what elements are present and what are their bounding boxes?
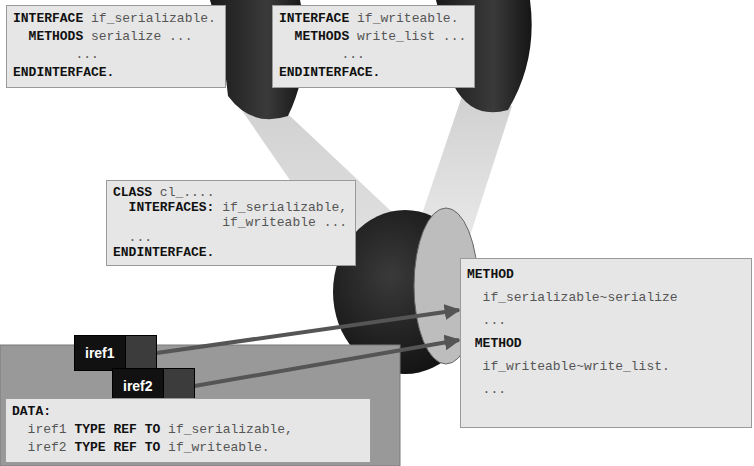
code-line: iref1 TYPE REF TO if_serializable, [12, 421, 362, 439]
code-token [83, 29, 91, 44]
code-token: ... [341, 47, 364, 62]
interface-box: INTERFACE if_writeable.METHODS write_lis… [272, 5, 475, 88]
code-token: TO [145, 440, 161, 455]
code-token [214, 200, 222, 215]
reference-variable: iref1 [74, 335, 157, 371]
code-line: if_writeable ... [113, 215, 347, 230]
code-token: ... [483, 382, 506, 397]
code-token: TO [145, 422, 161, 437]
code-token: serialize [91, 29, 161, 44]
code-line: INTERFACE if_writeable. [279, 10, 466, 28]
code-token [106, 440, 114, 455]
code-token: cl_.... [160, 185, 215, 200]
code-token: REF [113, 440, 136, 455]
code-token: ... [324, 215, 347, 230]
code-token [349, 11, 357, 26]
reference-arrow [195, 340, 459, 386]
code-token [67, 422, 75, 437]
code-token: DATA: [12, 404, 51, 419]
code-token: ... [129, 230, 152, 245]
code-token: METHODS [295, 29, 350, 44]
code-token: if_writeable. [168, 440, 269, 455]
code-token: if_writeable~write_list. [483, 359, 670, 374]
code-token: INTERFACES: [129, 200, 215, 215]
code-token: METHOD [467, 267, 514, 282]
code-token [137, 440, 145, 455]
interface-box: INTERFACE if_serializable.METHODS serial… [6, 5, 226, 88]
code-token: if_serializable~serialize [483, 290, 678, 305]
code-token: TYPE [74, 422, 105, 437]
code-token: METHODS [29, 29, 84, 44]
code-token: ENDINTERFACE. [13, 65, 114, 80]
code-line: ... [467, 309, 743, 332]
code-token [160, 422, 168, 437]
code-token [349, 29, 357, 44]
code-line: CLASS cl_.... [113, 185, 347, 200]
code-token [160, 440, 168, 455]
code-line: ENDINTERFACE. [113, 245, 347, 260]
code-line: METHOD [467, 263, 743, 286]
code-token [152, 185, 160, 200]
method-box: METHOD if_serializable~serialize... METHOD… [460, 258, 752, 428]
code-token [435, 29, 443, 44]
code-line: METHODS serialize ... [13, 28, 217, 46]
code-token: if_writeable. [357, 11, 458, 26]
code-token: if_serializable, [168, 422, 293, 437]
code-token: ... [75, 47, 98, 62]
code-line: ... [113, 230, 347, 245]
code-token: CLASS [113, 185, 152, 200]
code-token [137, 422, 145, 437]
code-token [161, 29, 169, 44]
code-token: ENDINTERFACE. [113, 245, 214, 260]
code-token: REF [113, 422, 136, 437]
code-token [316, 215, 324, 230]
code-token: if_serializable, [222, 200, 347, 215]
code-token: if_writeable [222, 215, 316, 230]
code-line: INTERFACE if_serializable. [13, 10, 217, 28]
code-token: INTERFACE [279, 11, 349, 26]
code-token: if_serializable. [91, 11, 216, 26]
variable-name: iref1 [75, 336, 125, 370]
code-line: if_serializable~serialize [467, 286, 743, 309]
code-line: ... [467, 378, 743, 401]
code-line: if_writeable~write_list. [467, 355, 743, 378]
code-line: ENDINTERFACE. [279, 64, 466, 82]
code-token: METHOD [475, 336, 522, 351]
code-line: DATA: [12, 403, 362, 421]
code-token [67, 440, 75, 455]
code-token: TYPE [74, 440, 105, 455]
code-token [83, 11, 91, 26]
code-token: ... [483, 313, 506, 328]
program-panel [0, 345, 400, 466]
code-token: ... [169, 29, 192, 44]
code-token: ENDINTERFACE. [279, 65, 380, 80]
code-token: ... [443, 29, 466, 44]
code-token: write_list [357, 29, 435, 44]
code-line: METHOD [467, 332, 743, 355]
class-box: CLASS cl_....INTERFACES: if_serializable… [106, 180, 356, 266]
code-line: METHODS write_list ... [279, 28, 466, 46]
reference-slot [125, 336, 156, 370]
data-declaration-box: DATA:iref1 TYPE REF TO if_serializable,i… [5, 398, 371, 463]
code-line: ENDINTERFACE. [13, 64, 217, 82]
code-token: INTERFACE [13, 11, 83, 26]
code-line: INTERFACES: if_serializable, [113, 200, 347, 215]
code-token [106, 422, 114, 437]
code-token: iref1 [28, 422, 67, 437]
code-line: ... [279, 46, 466, 64]
code-token: iref2 [28, 440, 67, 455]
code-line: ... [13, 46, 217, 64]
code-line: iref2 TYPE REF TO if_writeable. [12, 439, 362, 457]
